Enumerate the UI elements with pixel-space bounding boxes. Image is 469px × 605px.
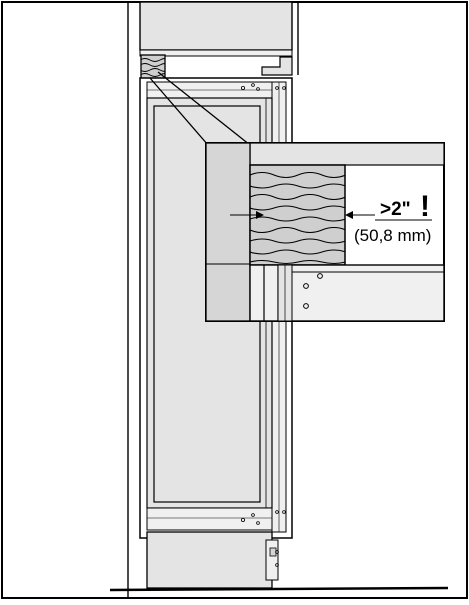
- detail-wood-block: [249, 164, 346, 266]
- gap-label-inches: >2": [380, 199, 411, 220]
- callout-leader-top: [157, 71, 251, 146]
- detail-screw-2: [303, 283, 309, 289]
- detail-screw-3: [303, 303, 309, 309]
- top-bracket: [261, 56, 293, 76]
- dimension-arrows: [230, 211, 432, 221]
- foot-bracket-small: [269, 547, 277, 557]
- exclamation-icon: !: [420, 190, 430, 223]
- foot-bracket: [265, 539, 279, 581]
- screw-holes: [240, 83, 286, 567]
- callout-leader-bottom: [149, 77, 209, 146]
- detail-wood-grain: [250, 171, 345, 265]
- arrow-left-icon: [345, 211, 353, 219]
- appliance-bottom-rail: [146, 507, 273, 531]
- arrow-right-icon: [256, 211, 264, 219]
- ceiling-strip: [139, 49, 293, 57]
- detail-ceiling: [249, 142, 445, 166]
- gap-label-metric: (50,8 mm): [354, 226, 431, 245]
- floor-line: [109, 586, 449, 592]
- detail-screw-1: [317, 273, 323, 279]
- wood-grain-small: [141, 58, 165, 77]
- base-plinth: [146, 531, 273, 589]
- detail-wall-panel: [205, 142, 251, 322]
- upper-cabinet: [139, 1, 293, 51]
